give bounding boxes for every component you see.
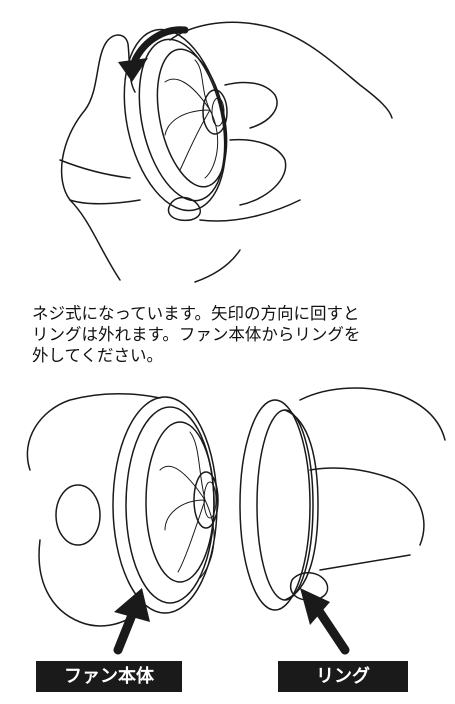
fan-hub-top-inner bbox=[211, 97, 225, 127]
fan-ring-top bbox=[123, 28, 227, 212]
right-hand-fingers bbox=[224, 81, 287, 206]
right-hand-top bbox=[169, 21, 393, 119]
left-hand-fingers bbox=[59, 159, 141, 205]
thumb-top bbox=[167, 196, 201, 222]
left-hand-top bbox=[60, 34, 136, 281]
left-hand-bottom bbox=[26, 393, 161, 627]
fan-ring-mid bbox=[125, 406, 215, 604]
ring-label: リング bbox=[278, 661, 408, 692]
fan-blades-bottom bbox=[159, 431, 215, 579]
fan-hub-bottom-inner bbox=[203, 481, 217, 519]
wrist-top bbox=[194, 199, 301, 283]
fan-hub-top bbox=[202, 89, 228, 135]
finger-pad-bottom bbox=[55, 484, 101, 546]
ring-body bbox=[284, 409, 319, 601]
fan-blades-top bbox=[164, 59, 219, 179]
fan-body-label: ファン本体 bbox=[36, 661, 182, 692]
fan-ring-outer bbox=[112, 396, 218, 614]
fan-ring-top-inner bbox=[138, 38, 226, 202]
rotation-arrow-icon bbox=[118, 26, 189, 82]
top-illustration bbox=[59, 21, 393, 283]
ring-inner bbox=[256, 409, 314, 601]
fan-grill-bottom bbox=[145, 421, 215, 583]
fan-grill-top bbox=[156, 48, 228, 188]
pointer-arrow-icon bbox=[300, 588, 350, 655]
right-hand-bottom bbox=[299, 387, 446, 571]
fan-hub-bottom bbox=[193, 471, 219, 529]
thumb-bottom bbox=[289, 572, 329, 602]
pointer-arrow-icon bbox=[113, 588, 150, 655]
ring-outer bbox=[239, 399, 311, 611]
instruction-text: ネジ式になっています。矢印の方向に回すと リングは外れます。ファン本体からリング… bbox=[32, 304, 361, 365]
ring-illustration bbox=[239, 387, 446, 655]
fan-body-illustration bbox=[26, 393, 219, 655]
